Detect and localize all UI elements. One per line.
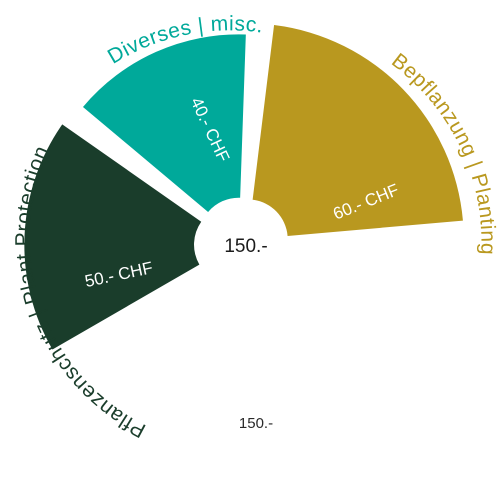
segment-plant-protection [24, 124, 202, 350]
center-badge: 150.- [202, 205, 282, 285]
center-total-label: 150.- [224, 236, 267, 257]
center-circle [202, 205, 282, 285]
segment-misc [82, 34, 246, 212]
bottom-total-label: 150.- [239, 415, 273, 432]
segment-planting [252, 25, 463, 236]
segments-layer [24, 25, 463, 350]
